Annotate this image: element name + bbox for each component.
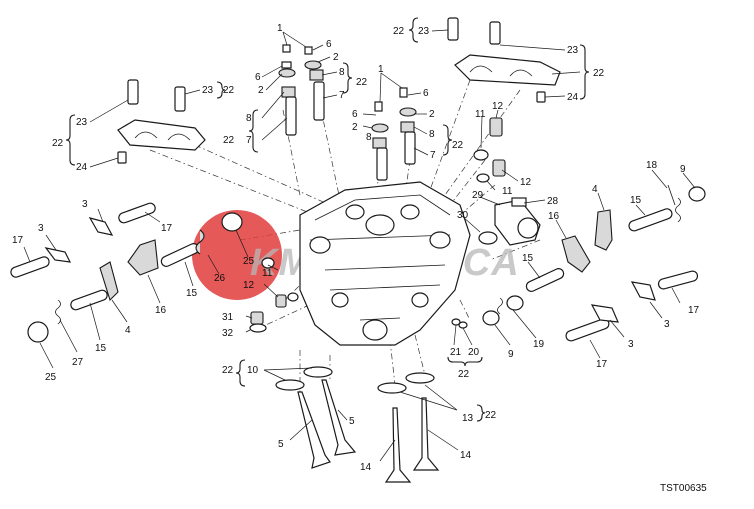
callout-22: 22 [222, 365, 234, 376]
callout-7: 7 [430, 150, 436, 161]
callout-4: 4 [125, 325, 131, 336]
callout-30: 30 [457, 210, 469, 221]
callout-24: 24 [76, 162, 88, 173]
callout-2: 2 [258, 85, 264, 96]
callout-22: 22 [223, 135, 235, 146]
callout-32: 32 [222, 328, 234, 339]
callout-23: 23 [202, 85, 214, 96]
callout-24: 24 [567, 92, 579, 103]
callout-23: 23 [567, 45, 579, 56]
callout-15: 15 [522, 253, 534, 264]
callout-2: 2 [333, 52, 339, 63]
callout-5: 5 [278, 439, 284, 450]
callout-3: 3 [38, 223, 44, 234]
callout-6: 6 [423, 88, 429, 99]
callout-17: 17 [596, 359, 608, 370]
callout-25: 25 [45, 372, 57, 383]
callout-31: 31 [222, 312, 234, 323]
callout-17: 17 [688, 305, 700, 316]
callout-16: 16 [155, 305, 167, 316]
callout-14: 14 [360, 462, 372, 473]
callout-19: 19 [533, 339, 545, 350]
callout-10: 10 [247, 365, 259, 376]
cam-cap-left [117, 79, 206, 164]
seals-plugs [473, 117, 506, 183]
callout-7: 7 [339, 90, 345, 101]
callout-11: 11 [502, 186, 513, 197]
callout-25: 25 [243, 256, 255, 267]
callout-1: 1 [277, 23, 283, 34]
callout-23: 23 [76, 117, 88, 128]
callout-22: 22 [485, 410, 497, 421]
water-outlet [478, 197, 541, 246]
callout-11: 11 [475, 109, 486, 120]
callout-3: 3 [664, 319, 670, 330]
watermark-circle-icon [192, 210, 282, 300]
callout-12: 12 [243, 280, 255, 291]
callout-12: 12 [520, 177, 532, 188]
callout-15: 15 [630, 195, 642, 206]
rocker-assembly-right [482, 184, 706, 342]
callout-22: 22 [593, 68, 605, 79]
callout-23: 23 [418, 26, 430, 37]
callout-18: 18 [646, 160, 658, 171]
callout-8: 8 [366, 132, 372, 143]
valves [275, 366, 440, 483]
callout-7: 7 [246, 135, 252, 146]
callout-5: 5 [349, 416, 355, 427]
callout-9: 9 [508, 349, 514, 360]
callout-20: 20 [468, 347, 480, 358]
callout-22: 22 [223, 85, 235, 96]
callout-27: 27 [72, 357, 84, 368]
callout-16: 16 [548, 211, 560, 222]
callout-8: 8 [339, 67, 345, 78]
leader-lines [23, 29, 696, 462]
callout-28: 28 [547, 196, 559, 207]
grouping-braces [65, 17, 590, 422]
callout-21: 21 [450, 347, 462, 358]
callout-15: 15 [186, 288, 198, 299]
valve-guides-mid [371, 87, 417, 181]
cylinder-head [299, 181, 471, 346]
callout-22: 22 [52, 138, 64, 149]
cam-cap-right [447, 17, 561, 103]
callout-17: 17 [12, 235, 24, 246]
callout-4: 4 [592, 184, 598, 195]
callout-6: 6 [352, 109, 358, 120]
callout-14: 14 [460, 450, 472, 461]
callout-13: 13 [462, 413, 474, 424]
callout-8: 8 [246, 113, 252, 124]
callout-1: 1 [378, 64, 384, 75]
small-parts-left [249, 257, 468, 333]
reference-code: TST00635 [660, 483, 707, 494]
callout-22: 22 [393, 26, 405, 37]
callout-29: 29 [472, 190, 484, 201]
callout-8: 8 [429, 129, 435, 140]
callout-17: 17 [161, 223, 173, 234]
callout-22: 22 [356, 77, 368, 88]
callout-26: 26 [214, 273, 226, 284]
callout-22: 22 [452, 140, 464, 151]
rocker-assembly-left [10, 202, 243, 343]
callout-12: 12 [492, 101, 504, 112]
valve-guides-top [278, 44, 325, 136]
callout-3: 3 [628, 339, 634, 350]
callout-6: 6 [255, 72, 261, 83]
callout-labels: 1 6 2 6 2 8 7 22 8 7 22 22 23 23 22 24 2… [12, 23, 700, 473]
callout-22: 22 [458, 369, 470, 380]
callout-15: 15 [95, 343, 107, 354]
callout-6: 6 [326, 39, 332, 50]
callout-11: 11 [262, 268, 273, 279]
callout-2: 2 [352, 122, 358, 133]
callout-9: 9 [680, 164, 686, 175]
callout-2: 2 [429, 109, 435, 120]
callout-3: 3 [82, 199, 88, 210]
